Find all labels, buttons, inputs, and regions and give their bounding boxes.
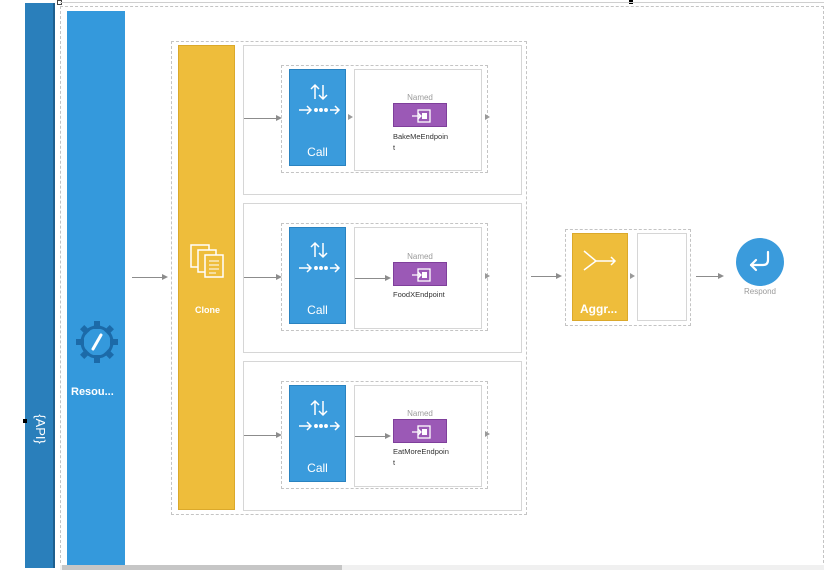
resource-block[interactable]: Resou... [67,11,125,568]
connector-arrow [355,433,391,439]
aggregate-label: Aggr... [580,302,618,316]
api-bar[interactable]: {API} [25,3,55,568]
clone-target-branch [243,45,522,195]
arrows-exchange-icon [297,83,341,119]
call-block[interactable]: Call [289,385,346,482]
call-label: Call [307,145,328,159]
return-arrow-icon [747,250,773,274]
endpoint-type-label: Named [407,93,433,102]
aggregate-block[interactable]: Aggr... [572,233,628,321]
endpoint-box-icon [411,268,431,282]
clone-target-branch [243,361,522,511]
endpoint-container [354,227,482,329]
endpoint-box-icon [411,425,431,439]
endpoint-block[interactable] [393,419,447,443]
connector-arrow [485,431,490,437]
connector-arrow [348,114,353,120]
aggregate-container [565,229,691,326]
call-block[interactable]: Call [289,227,346,324]
connector-arrow [132,274,168,280]
gear-pencil-icon [72,317,122,367]
copy-documents-icon [188,242,228,282]
endpoint-name: BakeMeEndpoint [393,132,449,152]
clone-label: Clone [194,305,220,315]
api-bar-handle[interactable] [23,419,27,423]
call-label: Call [307,461,328,475]
connector-arrow [244,432,282,438]
call-block[interactable]: Call [289,69,346,166]
connector-arrow [696,273,724,279]
connector-arrow [355,275,391,281]
endpoint-name: EatMoreEndpoint [393,447,449,467]
aggregate-onComplete-box [637,233,687,321]
arrows-exchange-icon [297,399,341,435]
clone-mediator-container [171,41,527,515]
connector-arrow [244,274,282,280]
endpoint-block[interactable] [393,103,447,127]
api-label: {API} [27,414,53,444]
endpoint-type-label: Named [407,409,433,418]
horizontal-scrollbar-thumb[interactable] [62,565,342,570]
resource-label: Resou... [71,386,114,398]
respond-label: Respond [743,287,777,296]
clone-block[interactable]: Clone [178,45,235,510]
arrows-exchange-icon [297,241,341,277]
endpoint-container [354,69,482,171]
call-label: Call [307,303,328,317]
merge-arrow-icon [581,248,619,272]
connector-arrow [531,273,562,279]
connector-arrow [485,273,490,279]
api-bar-text: {API} [33,414,48,444]
respond-button[interactable] [736,238,784,286]
connector-arrow [244,115,282,121]
endpoint-name: FoodXEndpoint [393,290,445,299]
endpoint-container [354,385,482,487]
endpoint-box-icon [411,109,431,123]
endpoint-block[interactable] [393,262,447,286]
endpoint-type-label: Named [407,252,433,261]
canvas-top-border [60,2,824,3]
connector-arrow [630,273,635,279]
horizontal-scrollbar-track[interactable] [60,565,824,570]
connector-arrow [485,114,490,120]
clone-target-branch [243,203,522,353]
